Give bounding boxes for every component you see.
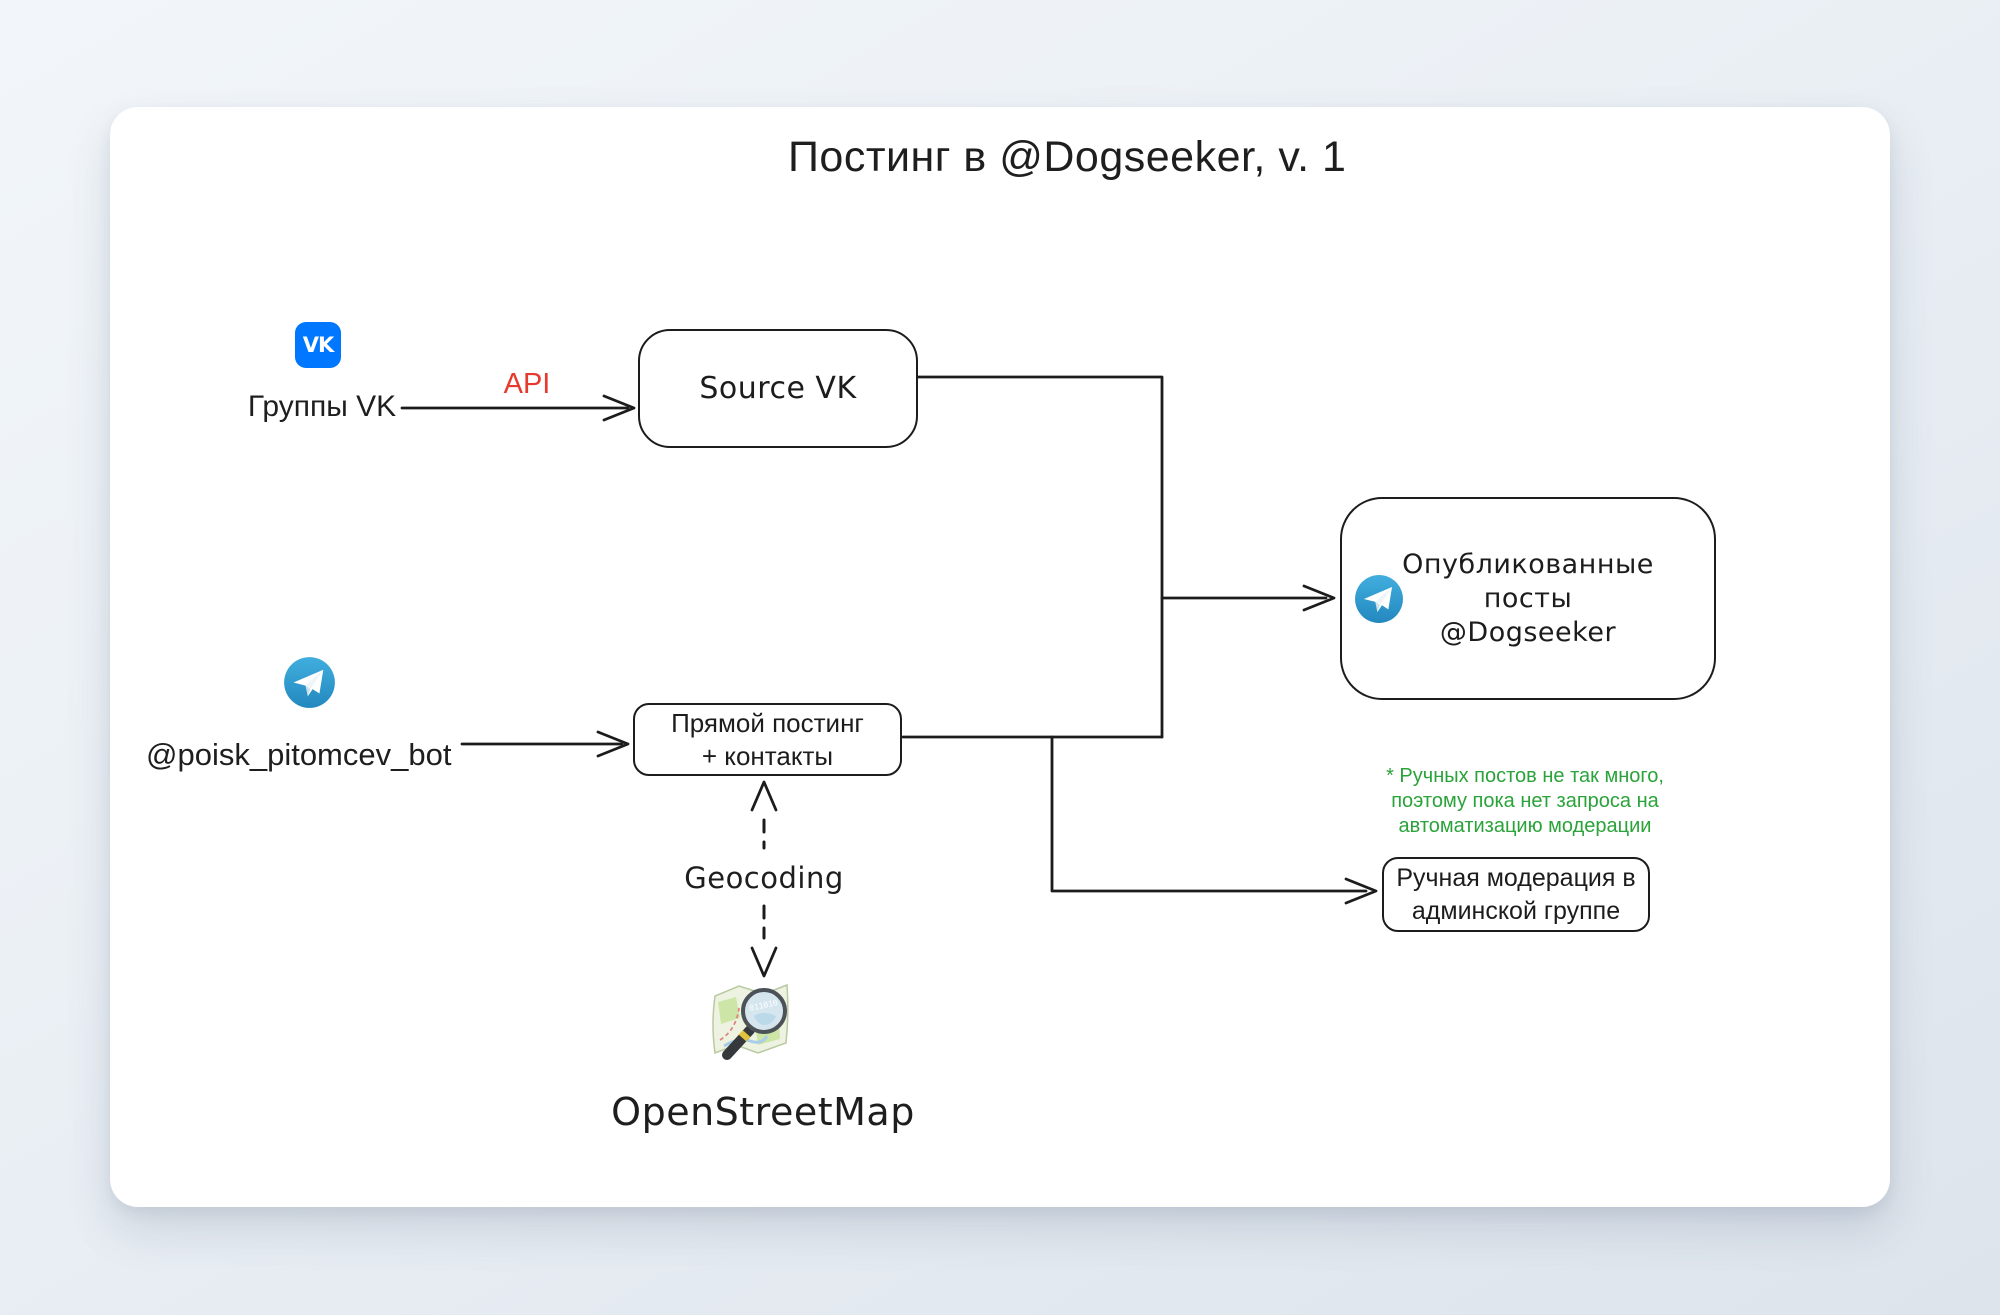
telegram-bot-label: @poisk_pitomcev_bot <box>146 737 452 772</box>
published-line1: Опубликованные <box>1402 548 1654 580</box>
openstreetmap-label: OpenStreetMap <box>611 1090 915 1134</box>
geocoding-edge-label: Geocoding <box>684 861 844 895</box>
note-line3: автоматизацию модерации <box>1398 815 1652 837</box>
openstreetmap-icon: 011010 <box>712 983 789 1060</box>
source-vk-label: Source VK <box>699 371 857 406</box>
moderation-line2: админской группе <box>1411 896 1621 925</box>
note-line2: поэтому пока нет запроса на <box>1391 790 1659 812</box>
node-published-posts: Опубликованные посты @Dogseeker <box>1340 497 1716 700</box>
page-title: Постинг в @Dogseeker, v. 1 <box>788 133 1347 181</box>
direct-posting-line1: Прямой постинг <box>671 707 864 738</box>
moderation-line1: Ручная модерация в <box>1396 863 1636 892</box>
note-line1: * Ручных постов не так много, <box>1386 765 1664 787</box>
vk-groups-label: Группы VK <box>247 390 397 423</box>
node-manual-moderation: Ручная модерация в админской группе <box>1382 857 1650 932</box>
telegram-icon <box>284 657 335 708</box>
published-line3: @Dogseeker <box>1439 616 1617 648</box>
published-line2: посты <box>1483 582 1573 614</box>
moderation-note: * Ручных постов не так много, поэтому по… <box>1375 764 1675 839</box>
api-edge-label: API <box>503 368 551 400</box>
node-direct-posting: Прямой постинг + контакты <box>633 703 902 776</box>
node-source-vk: Source VK <box>638 329 918 448</box>
vk-icon: VK <box>295 322 341 368</box>
direct-posting-line2: + контакты <box>701 740 834 771</box>
telegram-icon <box>1355 575 1403 623</box>
